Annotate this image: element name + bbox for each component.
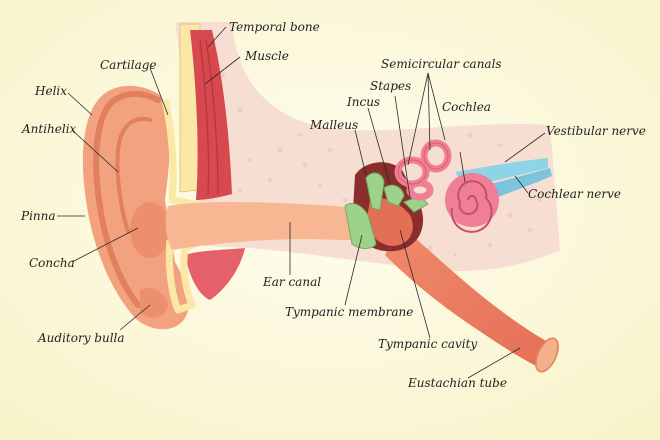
- label-cochlea: Cochlea: [442, 100, 491, 114]
- label-concha: Concha: [29, 256, 75, 270]
- label-incus: Incus: [346, 95, 380, 109]
- label-malleus: Malleus: [309, 118, 358, 132]
- label-tympanic-cavity: Tympanic cavity: [378, 337, 477, 351]
- label-cochlear-nerve: Cochlear nerve: [528, 187, 621, 201]
- label-temporal-bone: Temporal bone: [229, 20, 320, 34]
- label-stapes: Stapes: [370, 79, 411, 93]
- label-cartilage: Cartilage: [100, 58, 157, 72]
- concha-bowl: [130, 202, 170, 258]
- label-eustachian-tube: Eustachian tube: [407, 376, 507, 390]
- label-antihelix: Antihelix: [21, 122, 77, 136]
- label-pinna: Pinna: [20, 209, 56, 223]
- label-vestibular-nerve: Vestibular nerve: [546, 124, 646, 138]
- label-muscle: Muscle: [244, 49, 289, 63]
- label-semicircular-canals: Semicircular canals: [381, 57, 502, 71]
- label-ear-canal: Ear canal: [262, 275, 321, 289]
- label-auditory-bulla: Auditory bulla: [37, 331, 125, 345]
- label-helix: Helix: [34, 84, 67, 98]
- label-tympanic-membrane: Tympanic membrane: [285, 305, 413, 319]
